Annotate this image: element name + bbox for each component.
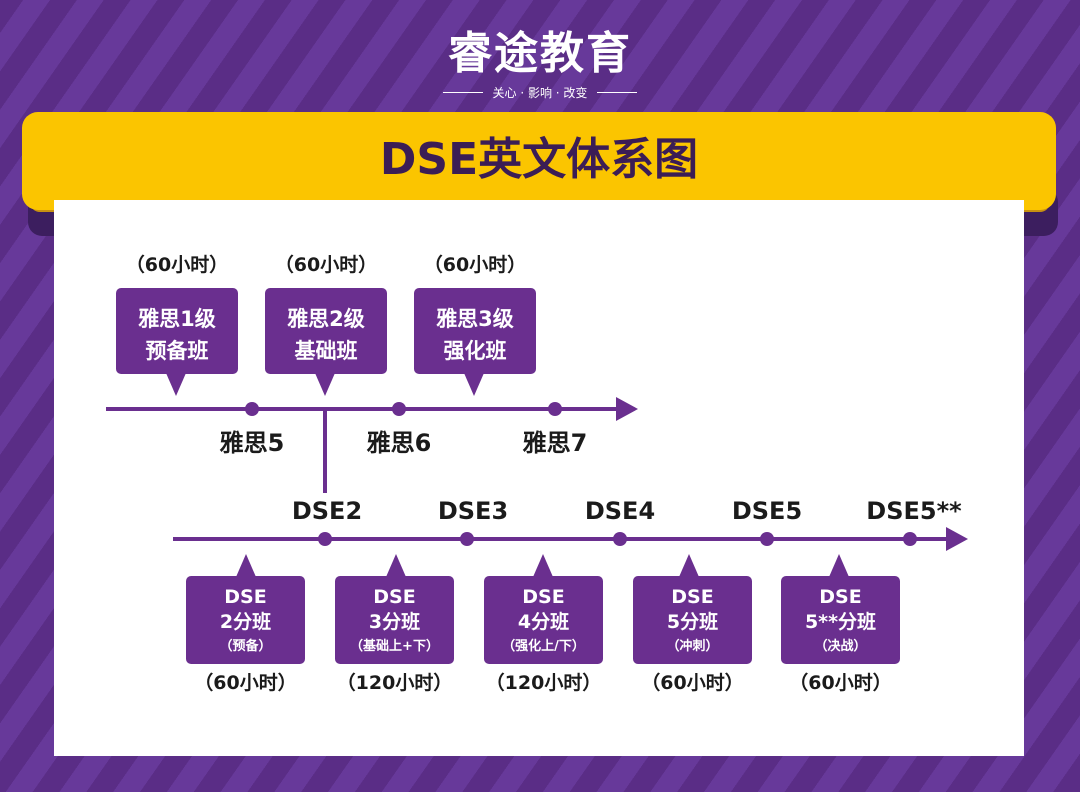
diagram-card: 雅思5 雅思6 雅思7 （60小时） 雅思1级预备班 （60小时） 雅思2级基础班 （60小时… <box>54 200 1024 756</box>
bottom-milestone-label: DSE5** <box>866 497 962 525</box>
top-milestone-label: 雅思5 <box>220 429 285 457</box>
bottom-timeline-arrowhead <box>946 527 968 551</box>
top-class-pointer <box>464 373 484 396</box>
bottom-class-name: DSE <box>224 586 266 608</box>
top-timeline-arrowhead <box>616 397 638 421</box>
bottom-class-level: 5分班 <box>667 610 718 633</box>
bottom-class-note: （冲刺） <box>666 638 718 654</box>
top-class-hours: （60小时） <box>126 253 228 276</box>
bottom-class-box <box>186 576 305 664</box>
top-milestone-dot <box>548 402 562 416</box>
brand-slogan: 关心 · 影响 · 改变 <box>0 84 1080 101</box>
bottom-milestone-dot <box>903 532 917 546</box>
bottom-class-note: （决战） <box>814 638 866 654</box>
bottom-milestone-label: DSE2 <box>292 497 362 525</box>
bottom-milestone-dot <box>760 532 774 546</box>
top-class-hours: （60小时） <box>275 253 377 276</box>
bottom-milestone-label: DSE5 <box>732 497 802 525</box>
top-class-box <box>116 288 238 374</box>
bottom-class-name: DSE <box>373 586 415 608</box>
bottom-class-box <box>335 576 454 664</box>
bottom-class-name: DSE <box>819 586 861 608</box>
bottom-class-hours: （60小时） <box>789 671 891 694</box>
top-class-hours: （60小时） <box>424 253 526 276</box>
bottom-class-pointer <box>236 554 256 577</box>
bottom-class-box <box>633 576 752 664</box>
slogan-rule-left <box>442 92 483 93</box>
bottom-class-hours: （60小时） <box>641 671 743 694</box>
bottom-class-note: （强化上/下） <box>502 638 585 654</box>
top-class-level: 预备班 <box>146 339 209 363</box>
bottom-class-pointer <box>679 554 699 577</box>
bottom-class-level: 2分班 <box>220 610 271 633</box>
bottom-milestone-dot <box>318 532 332 546</box>
bottom-milestone-dot <box>460 532 474 546</box>
top-class-box <box>265 288 387 374</box>
bottom-class-box <box>484 576 603 664</box>
page-title: DSE英文体系图 <box>379 134 699 185</box>
bottom-class-hours: （60小时） <box>194 671 296 694</box>
bottom-class-name: DSE <box>671 586 713 608</box>
bottom-class-hours: （120小时） <box>486 671 602 694</box>
bottom-class-pointer <box>533 554 553 577</box>
top-milestone-dot <box>392 402 406 416</box>
top-class-name: 雅思3级 <box>436 307 514 331</box>
top-milestone-dot <box>245 402 259 416</box>
top-class-level: 基础班 <box>295 339 358 363</box>
bottom-milestone-label: DSE4 <box>585 497 655 525</box>
bottom-class-name: DSE <box>522 586 564 608</box>
brand-header: 睿途教育 关心 · 影响 · 改变 <box>0 28 1080 101</box>
bottom-class-level: 3分班 <box>369 610 420 633</box>
top-class-pointer <box>315 373 335 396</box>
bottom-class-note: （基础上+下） <box>350 638 439 654</box>
bottom-class-box <box>781 576 900 664</box>
slogan-text: 关心 · 影响 · 改变 <box>492 86 588 100</box>
bottom-class-level: 4分班 <box>518 610 569 633</box>
bottom-class-level: 5**分班 <box>805 610 876 633</box>
title-banner: DSE英文体系图 <box>22 112 1056 210</box>
top-milestone-label: 雅思6 <box>367 429 432 457</box>
top-class-name: 雅思2级 <box>287 307 365 331</box>
bottom-class-pointer <box>829 554 849 577</box>
bottom-class-pointer <box>386 554 406 577</box>
brand-logo-text: 睿途教育 <box>448 28 632 79</box>
top-class-name: 雅思1级 <box>138 307 216 331</box>
bottom-milestone-dot <box>613 532 627 546</box>
bottom-class-hours: （120小时） <box>337 671 453 694</box>
top-class-level: 强化班 <box>444 339 507 363</box>
bottom-milestone-label: DSE3 <box>438 497 508 525</box>
top-milestone-label: 雅思7 <box>523 429 588 457</box>
bottom-class-note: （预备） <box>219 638 271 654</box>
top-class-box <box>414 288 536 374</box>
slogan-rule-right <box>597 92 638 93</box>
top-class-pointer <box>166 373 186 396</box>
